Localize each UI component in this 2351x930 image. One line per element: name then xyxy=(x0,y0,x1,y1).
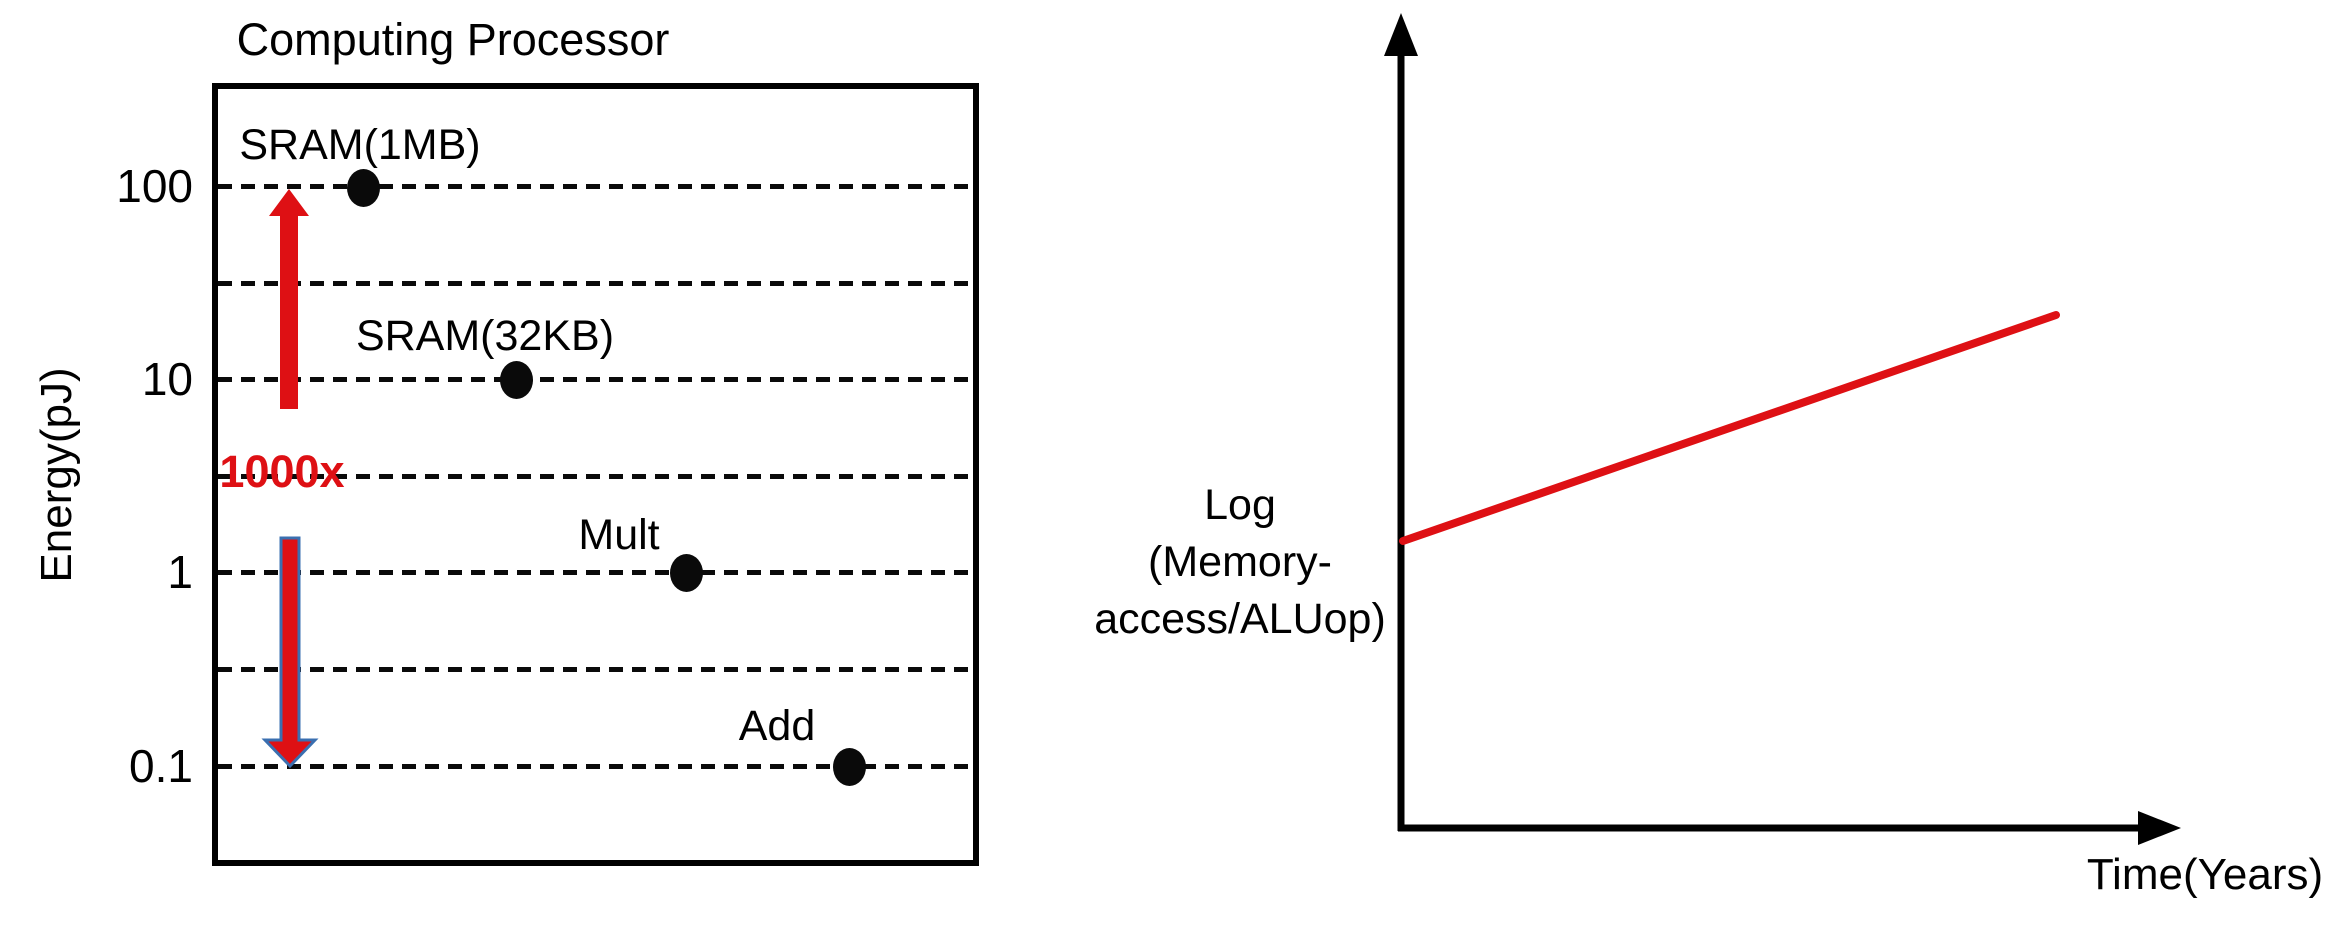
right-y-label-line-1: Log xyxy=(1204,481,1276,529)
gridline-03 xyxy=(218,667,973,672)
data-point-sram-32kb xyxy=(500,361,533,399)
gridline-01 xyxy=(218,764,973,769)
data-point-label-mult: Mult xyxy=(578,511,660,559)
left-chart-plot-area xyxy=(212,83,979,866)
gridline-100 xyxy=(218,184,973,189)
gridline-31 xyxy=(218,281,973,286)
y-tick-label-100: 100 xyxy=(116,160,193,212)
right-x-axis-arrowhead xyxy=(2138,811,2181,845)
y-tick-label-10: 10 xyxy=(141,353,193,405)
right-y-label-line-2: (Memory- xyxy=(1148,538,1332,586)
red-up-arrow xyxy=(269,189,309,409)
data-point-label-sram-1mb: SRAM(1MB) xyxy=(239,121,481,169)
right-y-axis-arrowhead xyxy=(1384,13,1418,56)
data-point-sram-1mb xyxy=(347,169,380,207)
right-chart-x-axis-label: Time(Years) xyxy=(2086,850,2324,899)
annotation-1000x: 1000x xyxy=(219,446,345,497)
right-y-label-line-3: access/ALUop) xyxy=(1094,595,1386,643)
data-point-label-add: Add xyxy=(738,702,816,750)
data-point-add xyxy=(833,748,866,786)
right-chart-y-axis-label: Log (Memory- access/ALUop) xyxy=(980,477,1500,648)
left-chart-title: Computing Processor xyxy=(236,14,670,65)
gridline-1 xyxy=(218,570,973,575)
y-tick-label-1: 1 xyxy=(167,546,193,598)
y-tick-label-01: 0.1 xyxy=(129,740,193,792)
red-down-arrow xyxy=(261,536,319,769)
data-point-label-sram-32kb: SRAM(32KB) xyxy=(355,312,615,360)
trend-line xyxy=(1399,311,2060,545)
gridline-3 xyxy=(218,474,973,479)
data-point-mult xyxy=(670,554,703,592)
gridline-10 xyxy=(218,377,973,382)
